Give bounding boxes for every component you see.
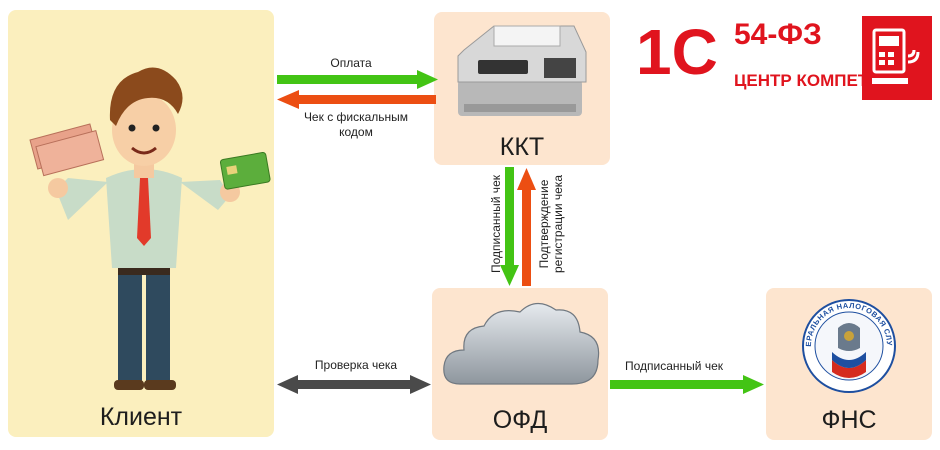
fns-label: ФНС: [821, 406, 877, 434]
cash-register-icon: [457, 25, 587, 116]
receipt-label: Чек с фискальным кодом: [286, 110, 426, 140]
receipt-label-line2: кодом: [339, 125, 373, 139]
payment-label: Оплата: [330, 56, 372, 70]
logo-brand-text: 1С: [636, 16, 718, 88]
client-label: Клиент: [99, 403, 183, 431]
fns-emblem-icon: ФЕДЕРАЛЬНАЯ НАЛОГОВАЯ СЛУЖБА: [766, 288, 896, 393]
kkt-label: ККТ: [499, 133, 545, 161]
confirmation-label-line1: Подтверждение: [537, 179, 551, 269]
confirmation-up-arrow: [517, 168, 536, 286]
cloud-icon: [443, 302, 600, 385]
kkt-panel: ККТ: [434, 12, 610, 165]
signed-receipt-down-arrow: [500, 167, 519, 286]
ofd-panel: ОФД: [432, 288, 608, 440]
receipt-arrow: [277, 90, 436, 109]
signed-receipt-fns-label: Подписанный чек: [624, 359, 723, 373]
check-receipt-label: Проверка чека: [314, 358, 398, 372]
logo-1c-54fz: 1С 54-ФЗ ЦЕНТР КОМПЕТЕНЦИИ: [636, 12, 934, 102]
client-panel: Клиент: [8, 10, 274, 437]
logo-register-icon: [862, 16, 932, 100]
client-illustration: [29, 67, 271, 390]
fns-panel: ФЕДЕРАЛЬНАЯ НАЛОГОВАЯ СЛУЖБА ФНС: [766, 288, 932, 440]
receipt-label-line1: Чек с фискальным: [303, 110, 409, 124]
payment-arrow: [277, 70, 438, 89]
logo-law-text: 54-ФЗ: [734, 18, 822, 51]
ofd-label: ОФД: [492, 406, 548, 434]
confirmation-vertical-label: Подтверждение регистрации чека: [537, 169, 567, 279]
signed-receipt-fns-arrow: [610, 375, 764, 394]
signed-receipt-vertical-label: Подписанный чек: [489, 175, 503, 274]
check-receipt-arrow: [277, 375, 431, 394]
confirmation-label-line2: регистрации чека: [551, 175, 565, 273]
